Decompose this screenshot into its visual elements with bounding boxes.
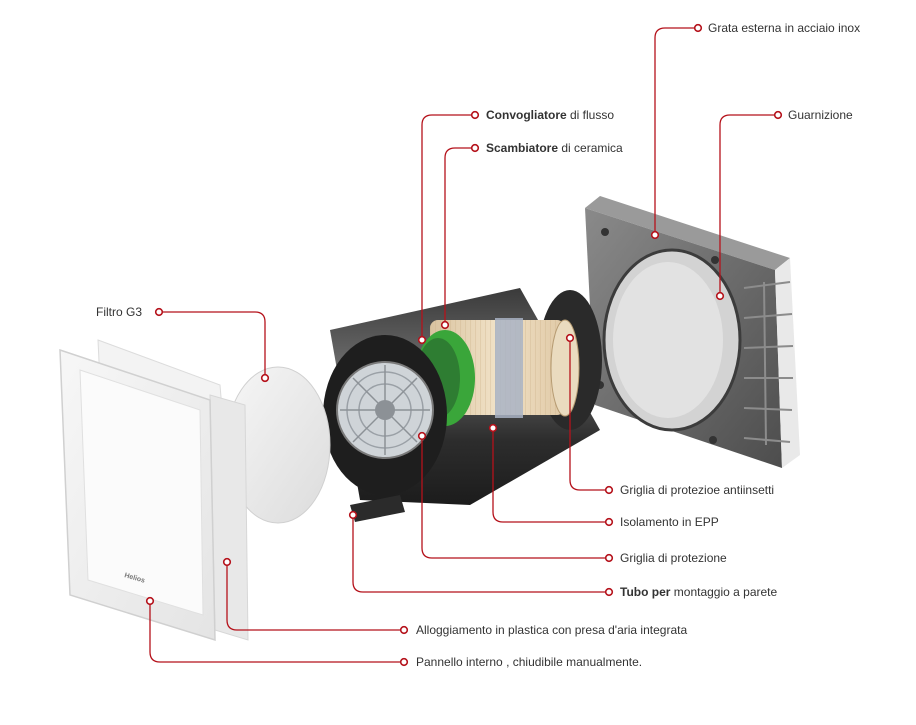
label-tubo: Tubo per montaggio a parete [620, 585, 777, 599]
leader-pannello [149, 601, 401, 663]
leader-convogliatore [421, 114, 472, 340]
leader-grata [654, 27, 695, 235]
label-scambiatore-bold: Scambiatore [486, 141, 559, 155]
label-alloggiamento: Alloggiamento in plastica con presa d'ar… [416, 623, 688, 637]
label-convogliatore-bold: Convogliatore [486, 108, 567, 122]
leader-isolamento [492, 428, 606, 523]
label-isolamento: Isolamento in EPP [620, 515, 719, 529]
leader-griglia-protezione [421, 436, 606, 559]
leader-filtro [162, 311, 266, 378]
leader-griglia-insetti [569, 338, 606, 491]
label-convogliatore-rest: di flusso [566, 108, 615, 122]
label-tubo-rest: montaggio a parete [670, 585, 778, 599]
label-convogliatore: Convogliatore di flusso [486, 108, 614, 122]
grille-louvers [743, 281, 794, 446]
leader-tubo [352, 515, 606, 593]
label-filtro: Filtro G3 [96, 305, 143, 319]
fan [336, 361, 434, 459]
main-cylinder [323, 288, 602, 522]
label-guarnizione: Guarnizione [788, 108, 853, 122]
leader-guarnizione [719, 114, 775, 296]
callout-lines [149, 27, 775, 663]
callout-dots [145, 23, 783, 667]
external-grille-plate [585, 196, 800, 468]
label-grata: Grata esterna in acciaio inox [708, 21, 861, 35]
label-scambiatore: Scambiatore di ceramica [486, 141, 623, 155]
label-griglia-insetti: Griglia di protezioe antiinsetti [620, 483, 775, 497]
label-tubo-bold: Tubo per [620, 585, 671, 599]
leader-scambiatore [444, 147, 472, 325]
label-griglia-protezione: Griglia di protezione [620, 551, 727, 565]
label-scambiatore-rest: di ceramica [558, 141, 623, 155]
label-pannello: Pannello interno , chiudibile manualment… [416, 655, 643, 669]
front-panel: Helios [59, 348, 216, 642]
leader-alloggiamento [226, 562, 401, 631]
